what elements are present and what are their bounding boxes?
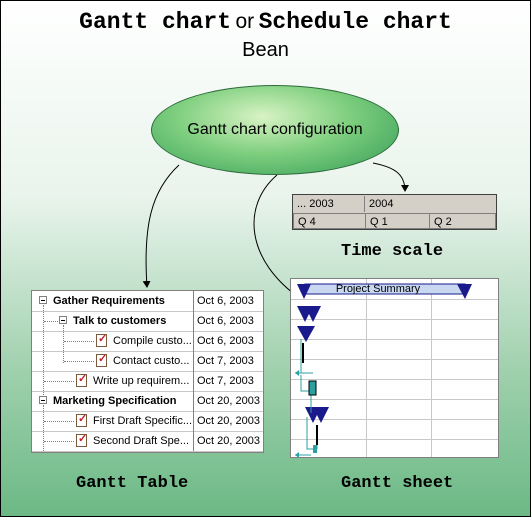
tree-guide (44, 381, 74, 382)
task-date: Oct 6, 2003 (193, 311, 263, 331)
tree-guide (43, 305, 44, 403)
project-summary-bar (297, 283, 472, 299)
task-date: Oct 6, 2003 (193, 331, 263, 351)
time-scale-year-row: ... 2003 2004 (293, 196, 496, 213)
task-name: Compile custo... (113, 335, 192, 347)
table-row[interactable]: Gather Requirements Oct 6, 2003 (32, 291, 263, 312)
task-dependency-links (295, 339, 318, 456)
gantt-table[interactable]: Gather Requirements Oct 6, 2003 Talk to … (31, 290, 264, 453)
project-summary-label: Project Summary (335, 283, 421, 295)
time-scale-quarter-row: Q 4 Q 1 Q 2 (293, 213, 496, 230)
collapse-icon[interactable] (59, 316, 67, 324)
table-row[interactable]: Talk to customers Oct 6, 2003 (32, 311, 263, 332)
title-part-or: or (235, 10, 255, 33)
task-name: Marketing Specification (53, 395, 177, 407)
table-row[interactable]: Write up requirem... Oct 7, 2003 (32, 371, 263, 392)
task-icon (76, 412, 87, 427)
time-scale-year-cell: ... 2003 (293, 196, 365, 212)
task-date: Oct 20, 2003 (193, 391, 263, 411)
arrow-to-time-scale (372, 162, 409, 192)
task-name: Contact custo... (113, 355, 190, 367)
time-scale-caption: Time scale (341, 242, 444, 261)
task-icon (76, 432, 87, 447)
task-date: Oct 6, 2003 (193, 291, 263, 311)
arrow-to-gantt-table (142, 164, 180, 288)
collapse-icon[interactable] (39, 396, 47, 404)
title-part-gantt-chart: Gantt chart (79, 9, 231, 35)
tree-guide (44, 421, 74, 422)
gantt-sheet-caption: Gantt sheet (341, 474, 454, 493)
tree-guide (63, 325, 64, 363)
task-icon (96, 332, 107, 347)
table-row[interactable]: Second Draft Spe... Oct 20, 2003 (32, 431, 263, 452)
title-part-schedule-chart: Schedule chart (258, 9, 452, 35)
collapse-icon[interactable] (39, 296, 47, 304)
gantt-sheet-grid (291, 279, 498, 457)
time-scale-quarter-cell: Q 1 (366, 213, 430, 229)
gantt-table-caption: Gantt Table (76, 474, 189, 493)
gantt-chart-configuration-node: Gantt chart configuration (151, 85, 399, 175)
summary-bar-marketing-specification (305, 407, 329, 423)
task-date: Oct 7, 2003 (193, 371, 263, 391)
time-scale-quarter-cell: Q 2 (430, 213, 496, 229)
gantt-sheet[interactable]: Project Summary (290, 278, 499, 458)
time-scale-year-cell: 2004 (369, 198, 394, 210)
task-marks (295, 343, 318, 457)
task-date: Oct 20, 2003 (193, 431, 263, 451)
tree-guide (44, 321, 58, 322)
task-date: Oct 20, 2003 (193, 411, 263, 431)
table-row[interactable]: First Draft Specific... Oct 20, 2003 (32, 411, 263, 432)
table-row[interactable]: Compile custo... Oct 6, 2003 (32, 331, 263, 352)
task-name: Gather Requirements (53, 295, 165, 307)
summary-bar-gather-requirements (297, 306, 321, 322)
tree-guide (64, 341, 94, 342)
time-scale-widget[interactable]: ... 2003 2004 Q 4 Q 1 Q 2 (292, 194, 497, 230)
gantt-sheet-canvas (291, 279, 498, 457)
table-row[interactable]: Contact custo... Oct 7, 2003 (32, 351, 263, 372)
task-date: Oct 7, 2003 (193, 351, 263, 371)
tree-guide (43, 405, 44, 452)
task-name: First Draft Specific... (93, 415, 193, 427)
gantt-chart-configuration-label: Gantt chart configuration (187, 121, 363, 138)
diagram-subtitle: Bean (242, 39, 289, 61)
task-name: Second Draft Spe... (93, 435, 189, 447)
diagram-title: Gantt chart or Schedule chart (1, 9, 530, 35)
task-icon (96, 352, 107, 367)
tree-guide (64, 361, 94, 362)
table-row[interactable]: Marketing Specification Oct 20, 2003 (32, 391, 263, 412)
task-name: Write up requirem... (93, 375, 190, 387)
task-name: Talk to customers (73, 315, 167, 327)
tree-guide (44, 441, 74, 442)
time-scale-quarter-cell: Q 4 (293, 213, 366, 229)
summary-bar-talk-to-customers (297, 326, 315, 342)
task-icon (76, 372, 87, 387)
